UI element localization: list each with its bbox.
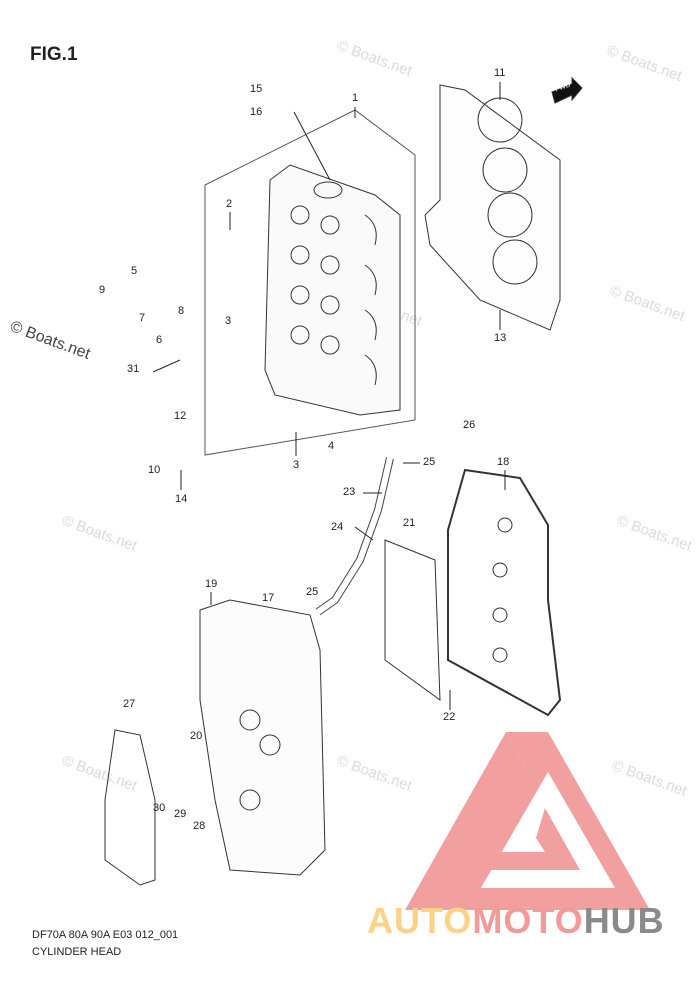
callout-22: 22 — [443, 711, 456, 723]
cover-gasket — [447, 468, 562, 717]
callout-29: 29 — [174, 808, 187, 820]
callout-23: 23 — [343, 486, 356, 498]
figure-label: FIG.1 — [30, 44, 78, 65]
logo-moto: MOTO — [472, 900, 584, 941]
cover-plate — [104, 729, 156, 886]
cylinder-head-cover — [199, 599, 326, 876]
callout-1: 1 — [352, 92, 359, 104]
callout-9: 9 — [99, 284, 106, 296]
fwd-arrow-icon — [551, 76, 583, 104]
callout-19: 19 — [205, 578, 218, 590]
callout-3: 3 — [225, 315, 232, 327]
callout-11: 11 — [494, 67, 506, 79]
callout-3: 3 — [293, 459, 300, 471]
callout-15: 15 — [250, 83, 263, 95]
callout-25: 25 — [306, 586, 319, 598]
logo-hub: HUB — [583, 900, 665, 941]
callout-12: 12 — [174, 410, 187, 422]
cylinder-head — [264, 164, 401, 416]
logo-text: AUTOMOTOHUB — [367, 900, 665, 942]
callout-18: 18 — [497, 456, 510, 468]
callout-27: 27 — [123, 698, 136, 710]
callout-2: 2 — [226, 198, 233, 210]
callout-28: 28 — [193, 820, 206, 832]
callout-21: 21 — [403, 517, 416, 529]
diagram-title: CYLINDER HEAD — [32, 946, 122, 958]
diagram-code: DF70A 80A 90A E03 012_001 — [32, 929, 179, 941]
callout-16: 16 — [250, 106, 263, 118]
callout-13: 13 — [494, 332, 507, 344]
callout-4: 4 — [328, 440, 335, 452]
callout-14: 14 — [175, 493, 188, 505]
callout-30: 30 — [153, 802, 166, 814]
head-gasket — [424, 84, 561, 331]
callout-17: 17 — [262, 592, 275, 604]
callout-20: 20 — [190, 730, 203, 742]
callout-8: 8 — [178, 305, 185, 317]
callout-24: 24 — [331, 521, 344, 533]
callout-31: 31 — [127, 363, 140, 375]
callout-6: 6 — [156, 334, 163, 346]
logo-auto: AUTO — [367, 900, 473, 941]
callout-26: 26 — [463, 419, 476, 431]
callout-25: 25 — [423, 456, 436, 468]
callout-10: 10 — [148, 464, 161, 476]
callout-5: 5 — [131, 265, 138, 277]
callout-7: 7 — [139, 312, 146, 324]
plate-gasket — [384, 539, 441, 702]
